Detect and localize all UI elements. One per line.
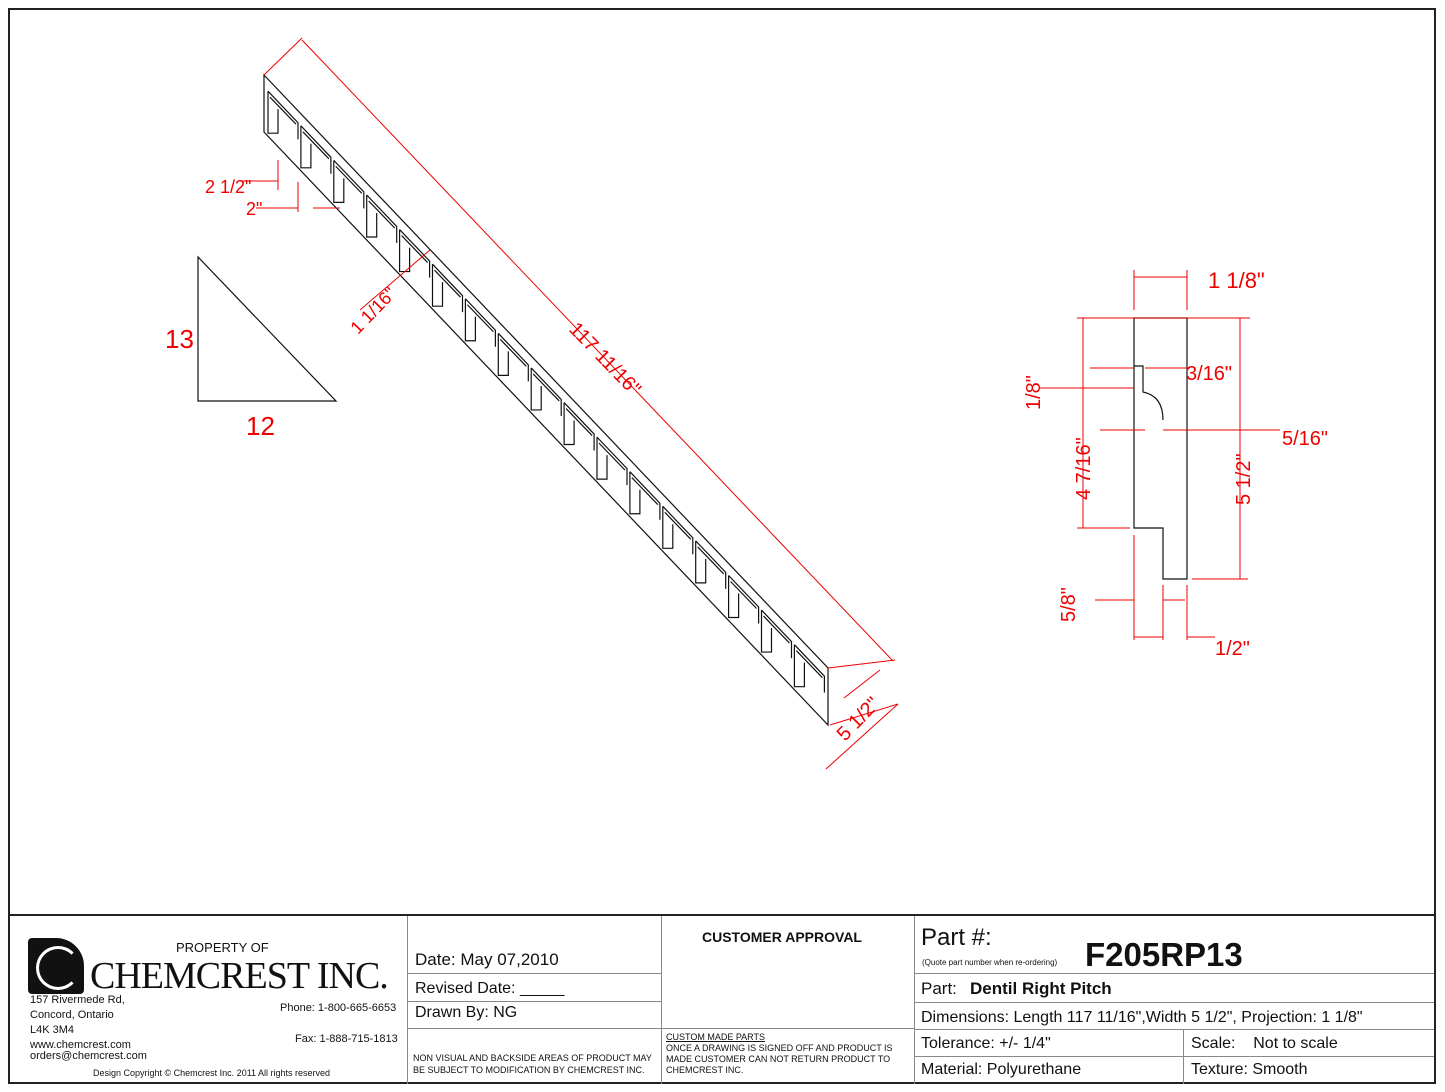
dentil-block (366, 194, 398, 243)
divider (662, 1028, 915, 1029)
projection-label: 1 1/8" (1208, 268, 1265, 293)
profile-section (1133, 317, 1188, 580)
dentil-block (695, 540, 727, 589)
five-sixteenths-label: 5/16" (1282, 428, 1328, 450)
divider (915, 1002, 1434, 1003)
material: Material: Polyurethane (921, 1061, 1082, 1078)
custom-parts-line: MADE CUSTOMER CAN NOT RETURN PRODUCT TO (666, 1054, 891, 1064)
custom-parts-line: CHEMCREST INC. (666, 1065, 744, 1075)
length-dimension (263, 37, 899, 770)
dentil-width-label: 2 1/2" (205, 177, 251, 197)
dentil-block (267, 90, 299, 140)
date: Date: May 07,2010 (415, 950, 559, 969)
email-link[interactable]: orders@chemcrest.com (30, 1050, 147, 1062)
approval-cell: CUSTOMER APPROVAL CUSTOM MADE PARTS ONCE… (662, 916, 915, 1084)
company-logo (28, 938, 84, 994)
dentil-block (728, 575, 760, 624)
height-lower-label: 4 7/16" (1073, 437, 1095, 500)
copyright: Design Copyright © Chemcrest Inc. 2011 A… (93, 1068, 331, 1078)
dentil-block (629, 471, 661, 520)
notice-line: NON VISUAL AND BACKSIDE AREAS OF PRODUCT… (413, 1053, 652, 1063)
pitch-run-label: 12 (246, 411, 275, 441)
drawn-by: Drawn By: NG (415, 1004, 518, 1021)
dentil-depth-label: 1 1/16" (346, 283, 400, 337)
fax: Fax: 1-888-715-1813 (295, 1033, 398, 1045)
width-label: 5 1/2" (833, 693, 885, 745)
divider (408, 1001, 662, 1002)
divider (915, 1029, 1434, 1030)
profile-dimension-lines (1040, 270, 1280, 640)
one-eighth-label: 1/8" (1023, 375, 1045, 410)
three-sixteenths-label: 3/16" (1186, 363, 1232, 385)
dentil-block (464, 298, 496, 347)
title-block: PROPERTY OF CHEMCREST INC. 157 Rivermede… (8, 914, 1436, 1084)
divider (408, 973, 662, 974)
address-line: Concord, Ontario (30, 1009, 114, 1021)
divider (915, 973, 1434, 974)
part-cell: Part #: (Quote part number when re-order… (915, 916, 1434, 1084)
dentil-block (431, 263, 464, 313)
property-of: PROPERTY OF (176, 940, 269, 955)
part-label: Part: (921, 979, 957, 998)
tolerance: Tolerance: +/- 1/4" (921, 1035, 1051, 1052)
part-number: F205RP13 (1085, 936, 1243, 973)
dentil-gap-label: 2" (246, 199, 262, 219)
dentil-block (793, 644, 825, 693)
dentil-block (760, 609, 793, 659)
address-line: 157 Rivermede Rd, (30, 994, 125, 1006)
dentil-block (333, 159, 365, 209)
notice-line: BE SUBJECT TO MODIFICATION BY CHEMCREST … (413, 1065, 645, 1075)
dimensions-text: Dimensions: Length 117 11/16",Width 5 1/… (921, 1009, 1363, 1026)
phone: Phone: 1-800-665-6653 (280, 1002, 397, 1014)
dentil-block (563, 402, 595, 451)
texture: Texture: Smooth (1191, 1061, 1308, 1078)
dentil-dimension-lines (240, 160, 431, 311)
company-cell: PROPERTY OF CHEMCREST INC. 157 Rivermede… (8, 916, 408, 1084)
scale: Scale: Not to scale (1191, 1035, 1338, 1052)
part-name: Dentil Right Pitch (970, 979, 1112, 998)
pitch-rise-label: 13 (165, 324, 194, 354)
half-label: 1/2" (1215, 638, 1250, 660)
dentil-block (530, 367, 562, 416)
customer-approval-heading: CUSTOMER APPROVAL (702, 929, 862, 945)
custom-parts-title: CUSTOM MADE PARTS (666, 1032, 766, 1042)
height-total-label: 5 1/2" (1233, 453, 1255, 505)
dentil-block (300, 125, 332, 174)
dentil-block (596, 436, 628, 486)
dentil-block (662, 505, 694, 555)
address-line: L4K 3M4 (30, 1024, 75, 1036)
pitch-triangle: 13 12 (165, 255, 338, 441)
dentil-strip (263, 73, 829, 727)
date-cell: Date: May 07,2010 Revised Date: _____ Dr… (408, 916, 662, 1084)
part-number-label: Part #: (921, 924, 992, 951)
website-link[interactable]: www.chemcrest.com (30, 1039, 131, 1051)
drawing-frame (8, 8, 1436, 1084)
dentil-block (497, 332, 529, 382)
part-number-note: (Quote part number when re-ordering) (922, 958, 1058, 967)
length-label: 117 11/16" (564, 318, 645, 400)
revised-date: Revised Date: _____ (415, 980, 565, 997)
five-eighths-label: 5/8" (1058, 587, 1080, 622)
custom-parts-line: ONCE A DRAWING IS SIGNED OFF AND PRODUCT… (666, 1043, 893, 1053)
technical-drawing: 13 12 117 11/16" 5 1/2" 2 1/2" 2" 1 1/16… (165, 37, 1328, 770)
divider (915, 1056, 1434, 1057)
company-name: CHEMCREST INC. (90, 955, 389, 997)
divider (408, 1028, 662, 1029)
